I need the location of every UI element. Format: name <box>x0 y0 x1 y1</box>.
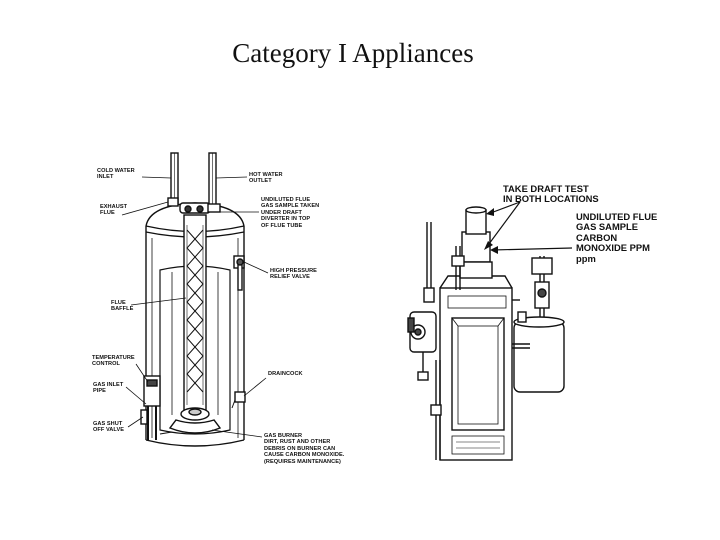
label-take-draft-test: TAKE DRAFT TEST IN BOTH LOCATIONS <box>503 183 599 205</box>
label-gas-inlet-pipe: GAS INLET PIPE <box>93 382 124 395</box>
label-draincock: DRAINCOCK <box>268 371 303 377</box>
label-high-pressure-relief-valve: HIGH PRESSURE RELIEF VALVE <box>270 268 317 281</box>
slide-title: Category I Appliances <box>232 38 474 68</box>
label-hot-water-outlet: HOT WATER OUTLET <box>249 172 283 185</box>
label-cold-water-inlet: COLD WATER INLET <box>97 168 135 181</box>
label-flue-baffle: FLUE BAFFLE <box>111 300 134 313</box>
label-temperature-control: TEMPERATURE CONTROL <box>92 355 135 368</box>
label-undiluted-flue-gas-sample: UNDILUTED FLUE GAS SAMPLE TAKEN UNDER DR… <box>261 197 320 229</box>
label-exhaust-flue: EXHAUST FLUE <box>100 204 128 217</box>
label-gas-burner: GAS BURNER DIRT, RUST AND OTHER DEBRIS O… <box>264 433 345 465</box>
label-furnace-undiluted-flue-gas-sample: UNDILUTED FLUE GAS SAMPLE CARBON MONOXID… <box>576 211 658 264</box>
label-gas-shut-off-valve: GAS SHUT OFF VALVE <box>93 421 125 434</box>
